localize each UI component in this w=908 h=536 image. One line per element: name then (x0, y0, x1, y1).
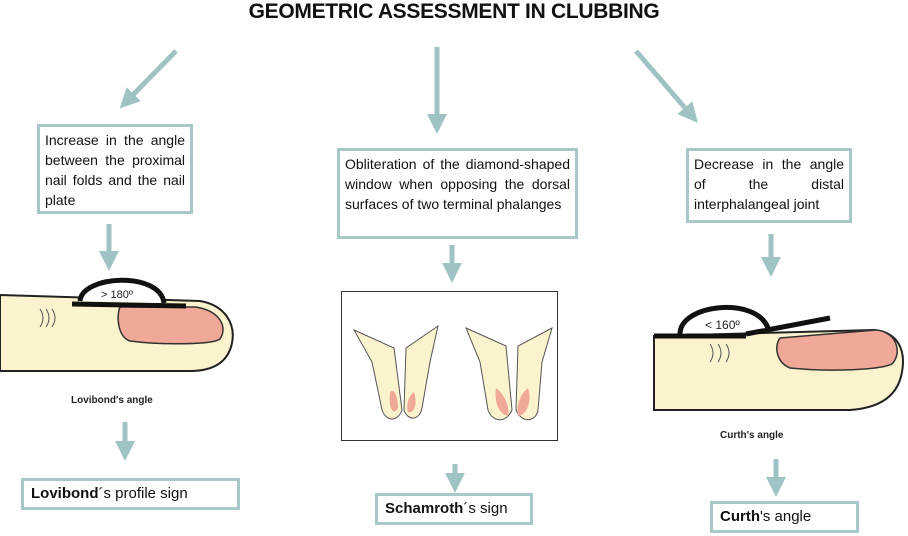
arrow-title-to-left (119, 49, 178, 109)
nail-shape (776, 329, 898, 371)
middle-criterion-box: Obliteration of the diamond-shaped windo… (337, 148, 578, 239)
left-criterion-box: Increase in the angle between the proxim… (37, 124, 193, 214)
schamroth-result-box: Schamroth´s sign (375, 493, 533, 525)
right-criterion-text: Decrease in the angle of the distal inte… (694, 156, 844, 212)
right-angle-value: < 160º (705, 318, 740, 332)
curth-result-rest: 's angle (760, 508, 812, 525)
curth-result-box: Curth's angle (710, 501, 859, 533)
finger-crease (39, 308, 56, 328)
schamroth-fingers (352, 324, 553, 421)
angle-bar-right (745, 315, 831, 337)
angle-arc (77, 277, 167, 304)
schamroth-result-rest: ´s sign (463, 500, 508, 517)
lovibond-caption: Lovibond's angle (71, 395, 153, 406)
right-criterion-box: Decrease in the angle of the distal inte… (686, 148, 852, 223)
arrow-title-to-right (634, 49, 698, 123)
nail-shape (117, 306, 224, 345)
clubbed-finger-pair (465, 327, 553, 421)
schamroth-image-frame (341, 291, 558, 441)
angle-arc (677, 305, 771, 335)
schamroth-result-bold: Schamroth (385, 500, 464, 517)
curth-result-bold: Curth (720, 508, 760, 525)
curth-finger-illustration (653, 305, 904, 411)
finger-crease (709, 343, 730, 363)
curth-caption: Curth's angle (720, 430, 784, 441)
lovibond-result-rest: ´s profile sign (98, 485, 188, 502)
angle-bar (71, 301, 187, 309)
diagram-title: GEOMETRIC ASSESSMENT IN CLUBBING (248, 0, 660, 23)
lovibond-result-box: Lovibond´s profile sign (21, 478, 240, 510)
lovibond-result-bold: Lovibond (31, 485, 99, 502)
normal-finger-pair (352, 324, 439, 420)
left-angle-value: > 180º (101, 289, 133, 301)
lovibond-finger-illustration (0, 277, 234, 372)
middle-criterion-text: Obliteration of the diamond-shaped windo… (345, 156, 570, 212)
left-criterion-text: Increase in the angle between the proxim… (45, 132, 185, 208)
